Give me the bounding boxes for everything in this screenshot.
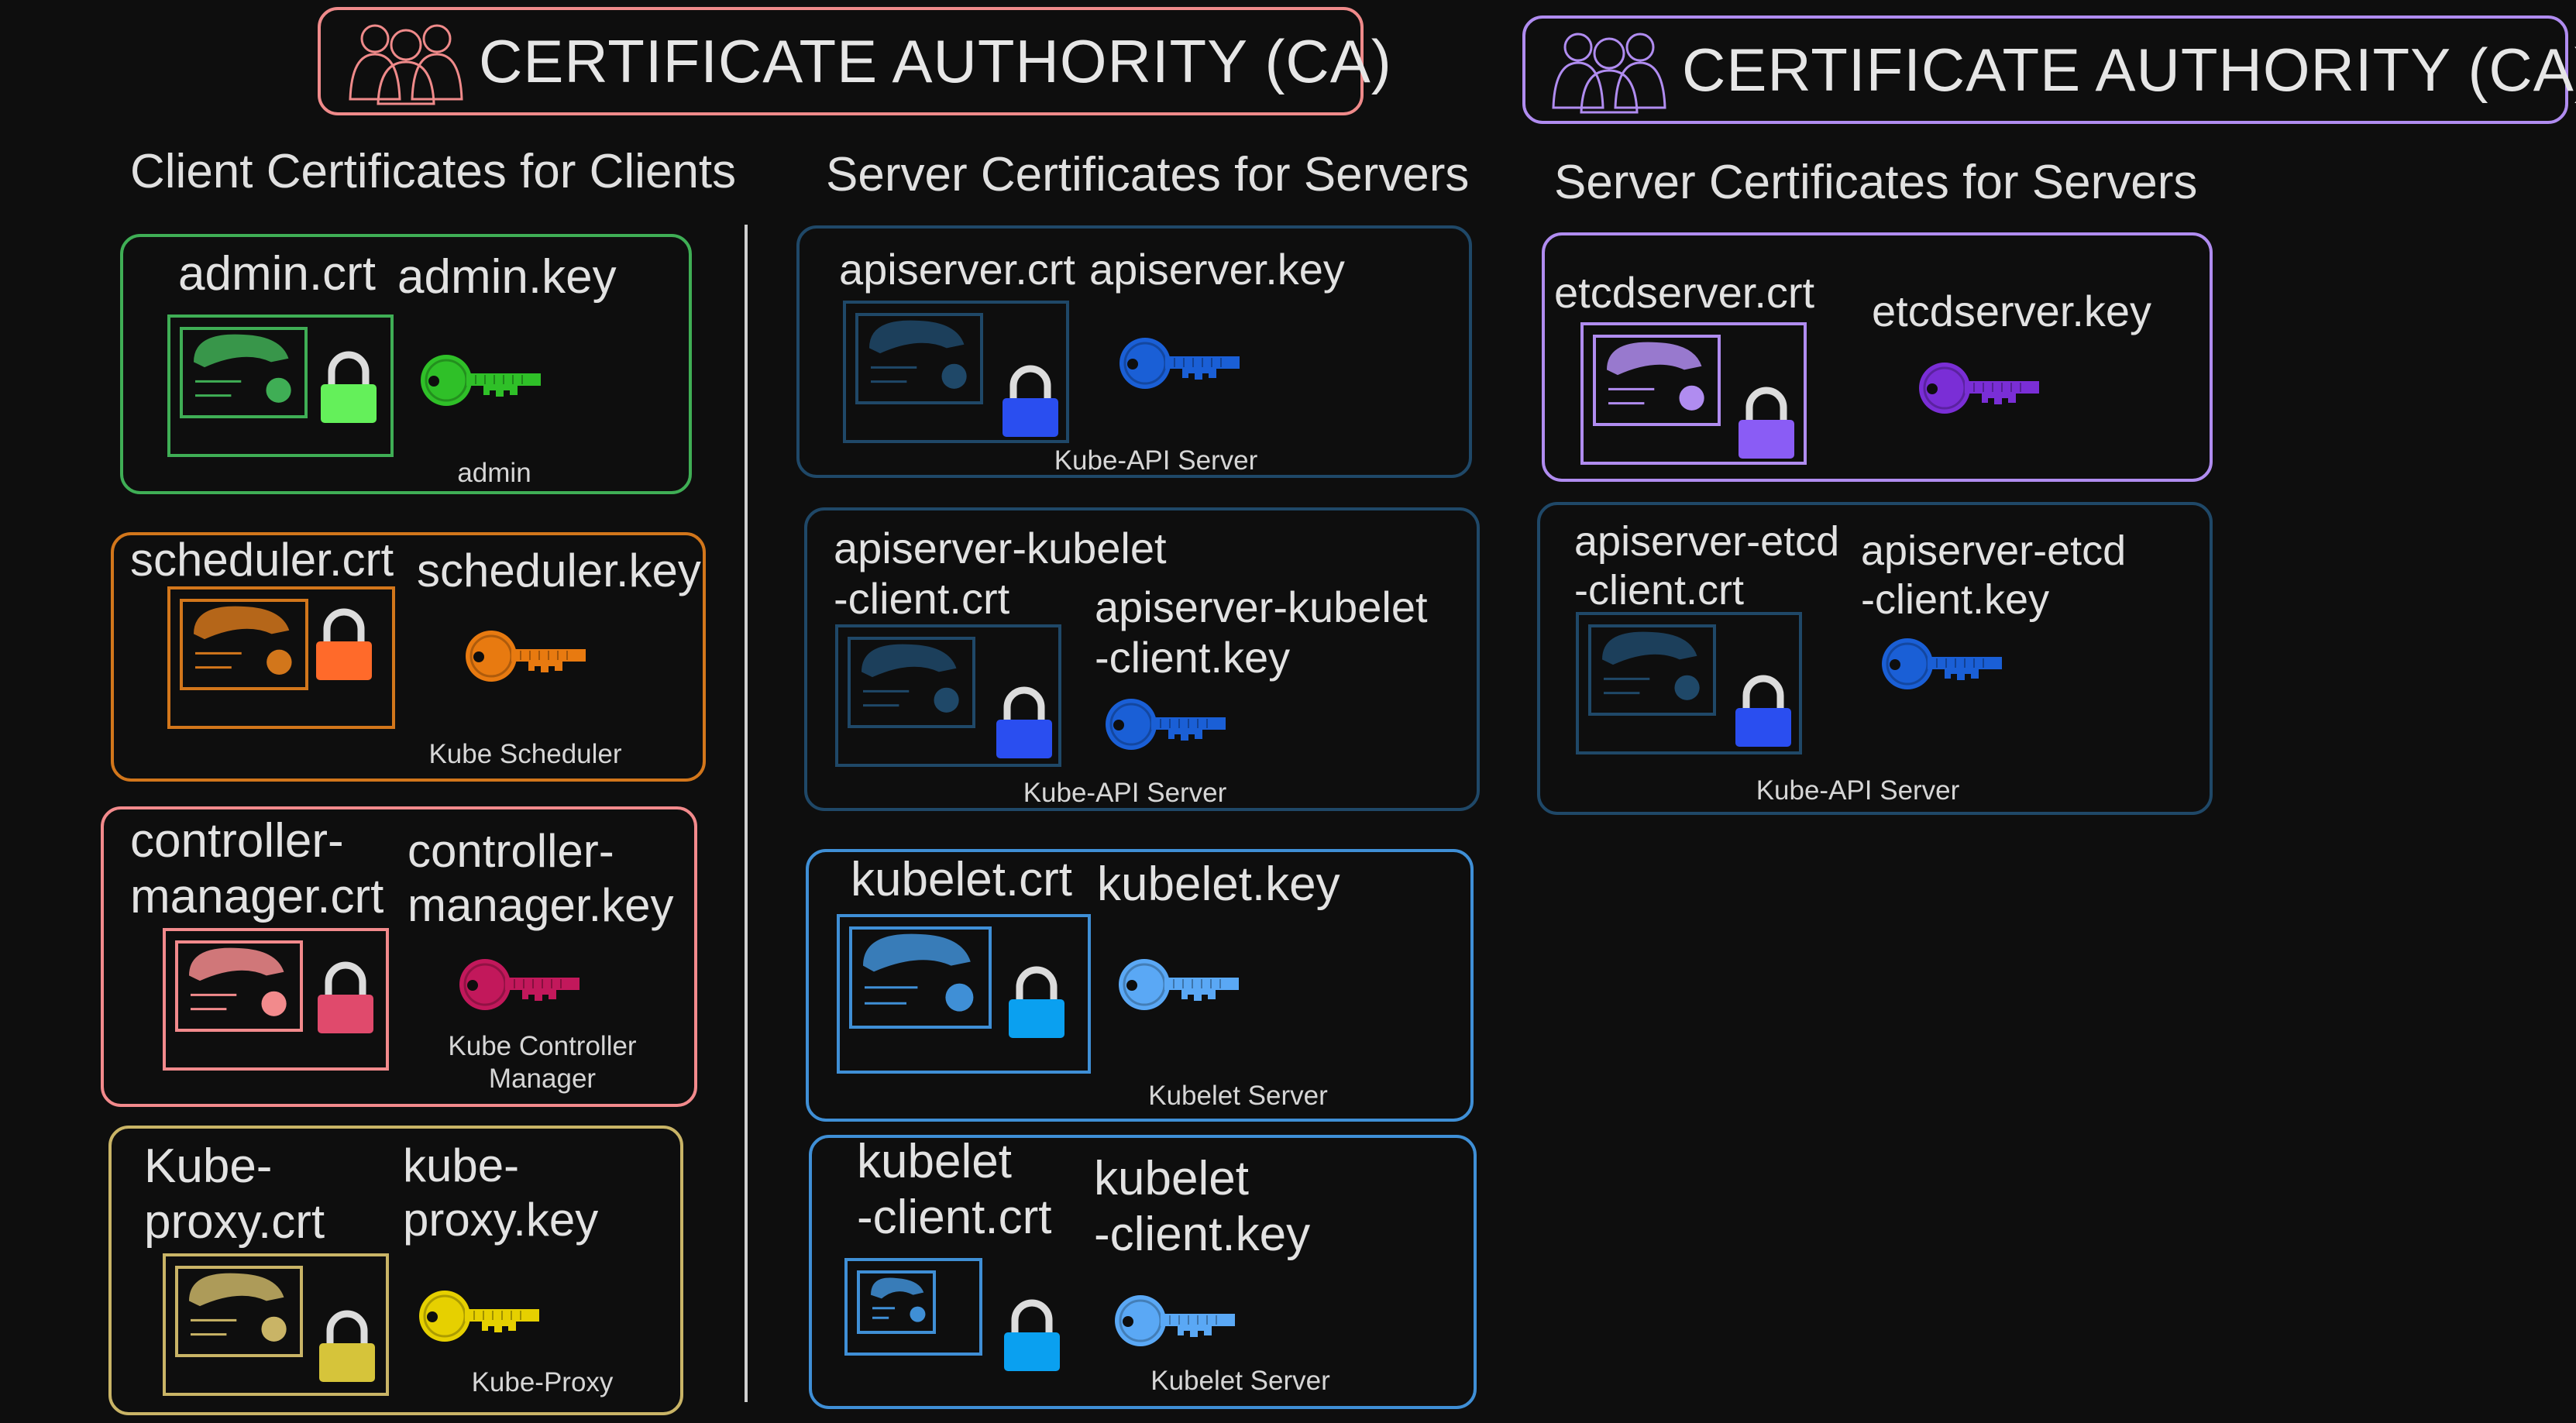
key-icon [418,350,542,414]
component-label: Kubelet Server [1150,1366,1330,1396]
key-icon [463,626,587,690]
key-icon [1116,954,1240,1019]
crt-filename: apiserver-etcd -client.crt [1574,518,1840,614]
key-filename: etcdserver.key [1872,287,2152,335]
crt-filename: scheduler.crt [130,534,394,586]
crt-filename: controller- manager.crt [130,814,384,923]
padlock-icon [313,607,375,686]
component-label: Kube Controller Manager [448,1031,637,1094]
ca-header-left: CERTIFICATE AUTHORITY (CA) [318,7,1391,115]
component-label: Kube-API Server [1756,775,1960,806]
section-title-servers: Server Certificates for Servers [826,148,1470,201]
key-filename: apiserver.key [1089,245,1345,294]
certificate-icon [167,586,395,733]
ca-title-right: CERTIFICATE AUTHORITY (CA) [1682,35,2576,104]
people-group-icon [1547,22,1671,118]
padlock-icon [993,686,1055,764]
server-cert-card [796,225,1472,478]
people-group-icon [344,14,468,109]
client-cert-card [111,532,706,782]
server-cert-card [809,1135,1477,1409]
client-cert-card [120,234,692,494]
ca-title-left: CERTIFICATE AUTHORITY (CA) [479,26,1392,95]
etcd-cert-card [1542,232,2213,482]
crt-filename: Kube- proxy.crt [144,1139,325,1249]
component-label: Kube-API Server [1054,445,1258,476]
client-cert-card [101,806,697,1107]
key-filename: admin.key [397,250,617,304]
padlock-icon [318,350,380,428]
padlock-icon [315,961,377,1039]
section-title-etcd-servers: Server Certificates for Servers [1554,156,2198,209]
key-icon [457,954,581,1019]
certificate-icon [1580,322,1807,469]
crt-filename: admin.crt [178,247,376,301]
key-icon [1917,358,2041,422]
server-cert-card [806,849,1474,1122]
certificate-icon [844,1258,982,1359]
certificate-icon [163,1253,389,1400]
crt-filename: etcdserver.crt [1554,268,1815,317]
etcd-cert-card [1537,502,2213,815]
component-label: Kube Scheduler [428,739,622,769]
padlock-icon [1006,965,1068,1043]
padlock-icon [999,364,1061,442]
crt-filename: kubelet -client.crt [857,1135,1052,1244]
padlock-icon [1735,386,1797,464]
key-filename: controller- manager.key [408,825,674,931]
component-label: admin [457,458,531,488]
component-label: Kube-Proxy [471,1367,614,1397]
certificate-icon [167,315,394,461]
padlock-icon [1732,674,1794,752]
server-cert-card [804,507,1480,811]
key-icon [1103,694,1227,758]
key-filename: kubelet -client.key [1094,1152,1311,1261]
certificate-icon [835,624,1061,771]
key-filename: kubelet.key [1097,858,1340,911]
section-title-clients: Client Certificates for Clients [130,145,737,198]
certificate-icon [843,301,1069,447]
key-filename: apiserver-kubelet -client.key [1095,583,1428,682]
key-icon [1117,333,1241,397]
key-icon [417,1286,541,1350]
certificate-icon [1576,612,1802,758]
key-icon [1113,1291,1236,1355]
padlock-icon [316,1309,378,1387]
certificate-icon [163,928,389,1074]
crt-filename: apiserver.crt [839,245,1075,294]
crt-filename: apiserver-kubelet -client.crt [834,524,1167,623]
key-filename: scheduler.key [417,545,701,596]
column-divider [745,225,748,1402]
key-icon [1880,634,2003,698]
certificate-icon [837,914,1091,1078]
key-filename: kube- proxy.key [403,1139,599,1246]
client-cert-card [108,1126,683,1415]
padlock-icon [1001,1298,1063,1377]
component-label: Kube-API Server [1023,778,1227,808]
ca-header-right: CERTIFICATE AUTHORITY (CA) [1522,15,2576,124]
crt-filename: kubelet.crt [851,853,1073,906]
component-label: Kubelet Server [1148,1081,1328,1111]
key-filename: apiserver-etcd -client.key [1861,528,2127,623]
